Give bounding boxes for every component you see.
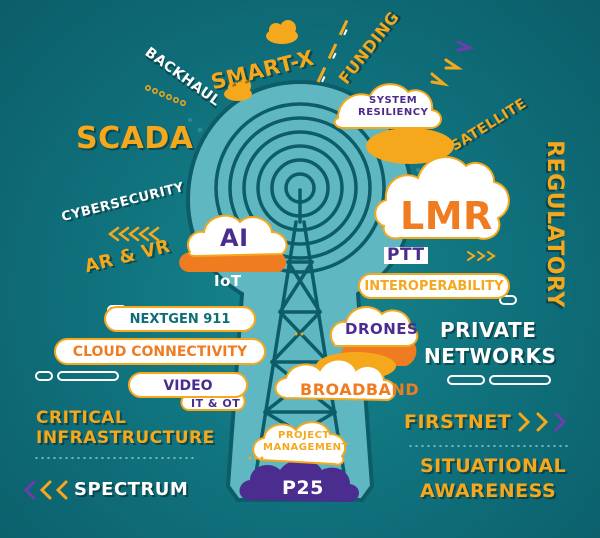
label-private-networks-2: NETWORKS bbox=[424, 344, 557, 368]
pill-video: VIDEO bbox=[128, 372, 248, 398]
pill-nextgen-911: NEXTGEN 911 bbox=[104, 306, 256, 332]
label-p25: P25 bbox=[282, 477, 324, 499]
dots-small bbox=[248, 332, 304, 460]
label-ptt: PTT bbox=[384, 247, 428, 264]
cloud-p25 bbox=[239, 459, 359, 502]
label-ai: AI bbox=[220, 224, 249, 252]
label-project-management-2: MANAGEMENT bbox=[263, 442, 349, 453]
small-clouds bbox=[224, 20, 298, 101]
backhaul-dots bbox=[145, 85, 186, 106]
cloud-project-management bbox=[252, 421, 347, 466]
label-critical-infrastructure-2: INFRASTRUCTURE bbox=[36, 428, 215, 448]
label-critical-infrastructure-1: CRITICAL bbox=[36, 408, 127, 428]
label-situational-awareness-2: AWARENESS bbox=[420, 480, 557, 502]
label-project-management-1: PROJECT bbox=[278, 430, 330, 441]
antenna-spike bbox=[316, 13, 352, 83]
cloud-ai bbox=[179, 214, 288, 272]
label-broadband: BROADBAND bbox=[300, 380, 420, 399]
label-scada: SCADA bbox=[76, 121, 194, 156]
label-situational-awareness-1: SITUATIONAL bbox=[420, 455, 567, 477]
label-regulatory: REGULATORY bbox=[541, 140, 567, 308]
chevrons-firstnet bbox=[518, 412, 567, 432]
label-private-networks-1: PRIVATE bbox=[440, 318, 537, 342]
decor-pills bbox=[35, 295, 551, 385]
cloud-broadband bbox=[274, 352, 397, 402]
dotted-dividers bbox=[35, 445, 571, 459]
chevrons-spectrum bbox=[23, 480, 68, 500]
chevrons-ar-vr bbox=[107, 226, 160, 242]
label-iot: IoT bbox=[214, 272, 242, 290]
label-spectrum: SPECTRUM bbox=[74, 479, 189, 500]
label-drones: DRONES bbox=[345, 320, 419, 338]
label-lmr: LMR bbox=[400, 194, 493, 238]
pill-interoperability: INTEROPERABILITY bbox=[358, 273, 510, 299]
chevrons-ptt bbox=[467, 251, 496, 261]
cloud-lmr bbox=[374, 156, 510, 240]
label-system-resiliency-1: SYSTEM bbox=[369, 95, 418, 106]
chevrons-top bbox=[430, 40, 475, 87]
label-it-ot: IT & OT bbox=[191, 397, 241, 410]
label-system-resiliency-2: RESILIENCY bbox=[358, 107, 429, 118]
label-firstnet: FIRSTNET bbox=[404, 411, 512, 433]
pill-cloud-connectivity: CLOUD CONNECTIVITY bbox=[54, 338, 266, 365]
cloud-system-resiliency bbox=[333, 83, 454, 164]
